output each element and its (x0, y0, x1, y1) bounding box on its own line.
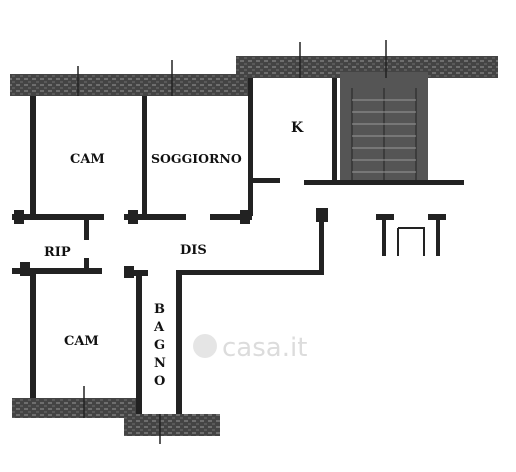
wall-soggiorno-k (248, 78, 253, 216)
balcony-door (376, 214, 446, 256)
bagno-letter: A (153, 320, 165, 335)
wall-dis-right (319, 212, 324, 274)
wall-k-bottom-right (304, 180, 464, 185)
room-label-soggiorno: SOGGIORNO (151, 151, 242, 166)
pillar-6 (124, 266, 134, 278)
wall-bottom-left (12, 398, 140, 418)
room-label-cam-bottom: CAM (64, 334, 99, 349)
staircase (351, 88, 417, 180)
pillar-4 (128, 210, 138, 224)
wall-cam-bottom (12, 214, 104, 220)
home-icon (193, 334, 217, 358)
wall-bagno-left (136, 272, 142, 414)
bagno-letter: N (154, 356, 166, 371)
wall-left-bottom (30, 274, 36, 400)
room-label-rip: RIP (44, 245, 71, 260)
wall-bagno-right (176, 272, 182, 414)
room-label-cam-top: CAM (70, 152, 105, 167)
wall-rip-right (84, 218, 89, 240)
pillar-3 (316, 208, 328, 222)
watermark: casa.it (193, 333, 307, 363)
room-label-dis: DIS (180, 243, 207, 258)
bagno-letter: B (154, 302, 165, 317)
wall-cam-soggiorno (142, 96, 147, 216)
wall-rip-right-low (84, 258, 89, 272)
wall-k-right (332, 78, 337, 184)
pillar-2 (240, 210, 250, 224)
pillar-5 (20, 262, 30, 276)
wall-k-bottom-left (252, 178, 280, 183)
wall-bottom-right (124, 414, 220, 436)
wall-rip-bottom (12, 268, 102, 274)
wall-soggiorno-bottom-left (124, 214, 186, 220)
wall-top-left (10, 74, 250, 96)
window-ticks (77, 40, 387, 444)
bagno-letter: O (154, 374, 165, 389)
wall-soggiorno-bottom-right (210, 214, 252, 220)
room-label-kitchen: K (291, 120, 304, 136)
wall-dis-bottom-right (176, 270, 324, 275)
room-label-bagno: B A G N O (153, 302, 166, 389)
watermark-text: casa.it (222, 333, 307, 363)
wall-top-right (236, 56, 498, 78)
wall-left-top (30, 96, 36, 216)
bagno-letter: G (154, 338, 165, 353)
pillar-1 (14, 210, 24, 224)
interior-walls (12, 78, 464, 414)
